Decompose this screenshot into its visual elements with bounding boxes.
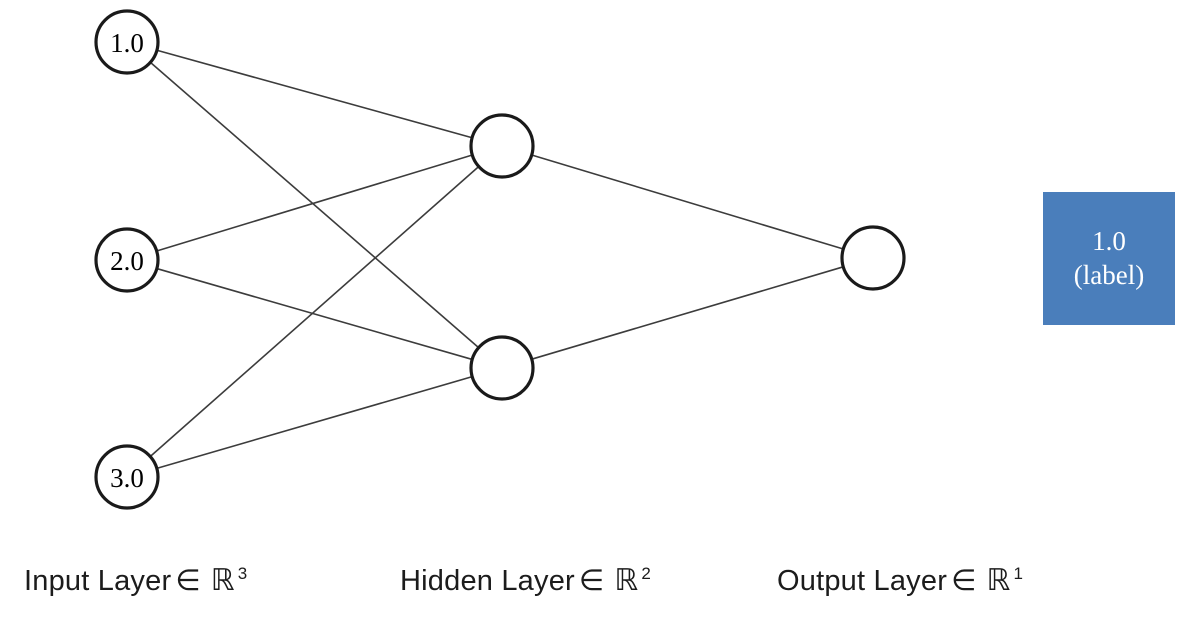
- node-circle: [840, 225, 906, 291]
- node-value-label: 2.0: [110, 246, 144, 276]
- edges-group: [149, 49, 844, 470]
- caption-hidden-text: Hidden Layer: [400, 565, 575, 597]
- element-of-icon: ∈: [951, 565, 977, 597]
- input-node-0[interactable]: 1.0: [94, 9, 160, 75]
- hidden-node-1[interactable]: [469, 335, 535, 401]
- node-circle: [94, 227, 160, 293]
- node-circle: [94, 444, 160, 510]
- node-circle: [469, 335, 535, 401]
- caption-output-dim: 1: [1013, 564, 1024, 584]
- network-edge: [156, 154, 473, 252]
- node-value-label: 1.0: [110, 28, 144, 58]
- caption-hidden-dim: 2: [641, 564, 651, 584]
- label-card-value: 1.0: [1092, 225, 1126, 256]
- node-value-label: 3.0: [110, 463, 144, 493]
- output-node-0[interactable]: [840, 225, 906, 291]
- real-numbers-icon: ℝ: [210, 564, 235, 597]
- network-edge: [156, 375, 473, 470]
- caption-output-text: Output Layer: [777, 565, 948, 597]
- element-of-icon: ∈: [175, 565, 201, 597]
- input-node-1[interactable]: 2.0: [94, 227, 160, 293]
- caption-input-text: Input Layer: [24, 565, 172, 597]
- network-edge: [156, 49, 473, 139]
- node-circle: [94, 9, 160, 75]
- network-edge: [531, 154, 844, 250]
- node-circle: [469, 113, 535, 179]
- element-of-icon: ∈: [578, 565, 605, 597]
- network-edge: [149, 165, 480, 458]
- real-numbers-icon: ℝ: [614, 564, 639, 597]
- real-numbers-icon: ℝ: [986, 564, 1011, 597]
- label-card: 1.0 (label): [1043, 192, 1175, 325]
- input-node-2[interactable]: 3.0: [94, 444, 160, 510]
- label-card-caption: (label): [1073, 259, 1145, 290]
- network-edge: [149, 61, 480, 349]
- caption-input-dim: 3: [237, 564, 248, 584]
- hidden-node-0[interactable]: [469, 113, 535, 179]
- nodes-group: 1.0 2.0 3.0: [94, 9, 906, 510]
- network-edge: [531, 266, 844, 360]
- network-edge: [156, 267, 473, 361]
